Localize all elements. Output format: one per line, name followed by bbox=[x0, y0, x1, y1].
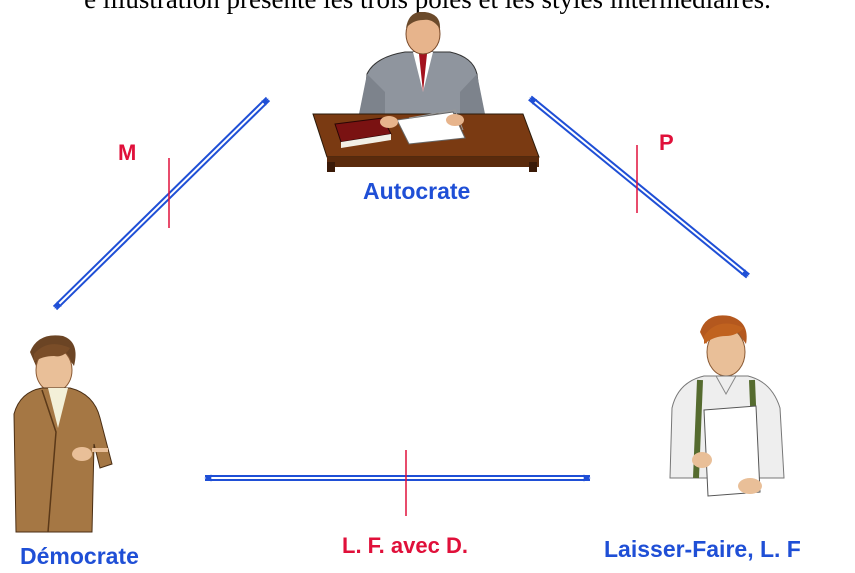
arrow-autocrate-laisser-faire bbox=[528, 95, 750, 279]
intermediate-label-lf-d: L. F. avec D. bbox=[342, 533, 468, 558]
intermediate-label-p: P bbox=[659, 130, 674, 155]
laisser-faire-figure bbox=[669, 315, 785, 497]
democrate-figure bbox=[13, 335, 113, 533]
pole-label-autocrate: Autocrate bbox=[363, 178, 471, 204]
arrow-autocrate-democrate bbox=[52, 96, 271, 311]
pole-label-democrate: Démocrate bbox=[20, 543, 139, 569]
autocrate-figure bbox=[312, 12, 540, 172]
pole-label-laisser-faire: Laisser-Faire, L. F bbox=[604, 536, 801, 562]
caption: e illustration présente les trois pôles … bbox=[0, 0, 855, 15]
intermediate-label-m: M bbox=[118, 140, 137, 165]
